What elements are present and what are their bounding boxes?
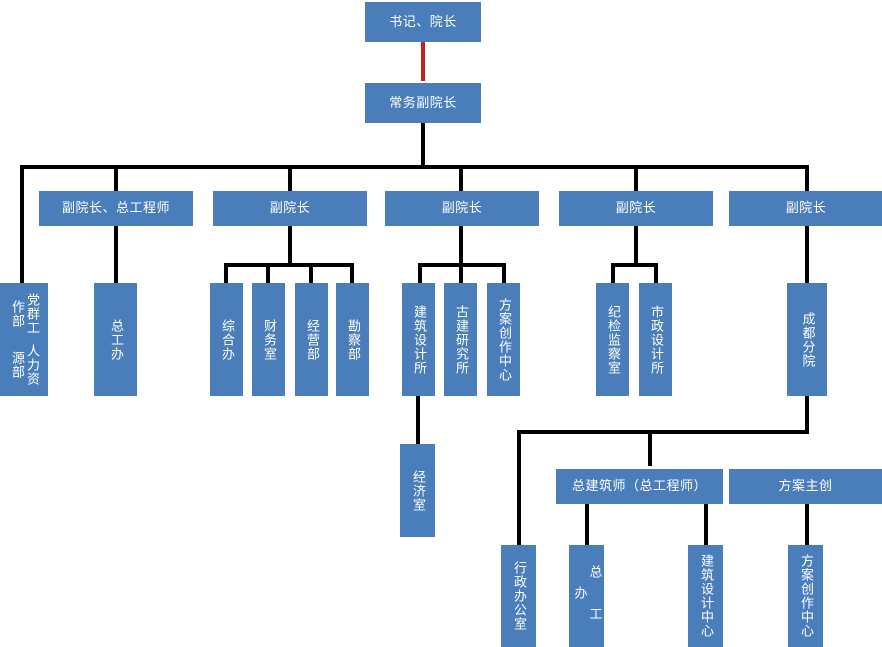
connector-vp1-to-chief-engineer-office [114, 225, 118, 283]
node-scheme-lead[interactable]: 方案主创 [729, 469, 882, 504]
node-vp-chief-engineer[interactable]: 副院长、总工程师 [39, 191, 193, 226]
connector-vp5-to-chengdu-branch [805, 225, 809, 283]
node-hr-dept-label: 人力资源部 [10, 344, 40, 387]
node-vp-2[interactable]: 副院长 [213, 191, 367, 226]
node-vp-5[interactable]: 副院长 [729, 191, 882, 226]
node-chief-engineer-office-chengdu[interactable]: 总 工 办 [569, 545, 604, 647]
connector-bus-drop-5 [805, 165, 809, 192]
node-chengdu-branch[interactable]: 成都分院 [787, 283, 827, 396]
connector-chengdu-drop-admin [517, 430, 521, 545]
node-executive-vice-president[interactable]: 常务副院长 [365, 83, 481, 123]
connector-vp4-drop-2 [654, 263, 658, 283]
connector-scheme-lead-to-creation-center [805, 504, 809, 545]
node-vp-3[interactable]: 副院长 [385, 191, 539, 226]
connector-bus-far-left-drop [20, 165, 24, 283]
connector-vp3-drop-3 [502, 263, 506, 283]
connector-bus-drop-2 [288, 165, 292, 192]
node-vp-4[interactable]: 副院长 [559, 191, 713, 226]
connector-vp2-down [288, 225, 292, 265]
node-secretary-president[interactable]: 书记、院长 [365, 2, 481, 42]
node-economics-office[interactable]: 经济室 [400, 444, 435, 537]
connector-chengdu-drop-chief-architect [648, 430, 652, 466]
node-architecture-design-center[interactable]: 建筑设计中心 [688, 545, 723, 647]
connector-chief-architect-to-ce-office [585, 504, 589, 545]
node-party-hr-dept[interactable]: 党群工作部 人力资源部 [0, 283, 48, 396]
connector-vp4-bus [611, 263, 658, 267]
node-architecture-institute[interactable]: 建筑设计所 [402, 283, 435, 396]
connector-vp3-drop-2 [459, 263, 463, 283]
connector-exec-vp-down [421, 123, 425, 167]
connector-arch-institute-to-economics-office [416, 396, 420, 446]
connector-bus-drop-3 [459, 165, 463, 192]
connector-main-bus [20, 165, 809, 169]
node-scheme-creation-center[interactable]: 方案创作中心 [487, 283, 520, 396]
connector-bus-drop-1 [114, 165, 118, 192]
node-survey-dept[interactable]: 勘察部 [336, 283, 369, 396]
connector-bus-drop-4 [634, 165, 638, 192]
connector-vp4-drop-1 [611, 263, 615, 283]
node-ancient-architecture-institute[interactable]: 古建研究所 [444, 283, 477, 396]
connector-vp2-drop-4 [350, 263, 354, 283]
connector-vp3-down [459, 225, 463, 265]
connector-president-to-exec-vp [421, 41, 425, 81]
connector-vp2-drop-3 [309, 263, 313, 283]
connector-chengdu-bus [517, 430, 809, 434]
node-discipline-inspection-office[interactable]: 纪检监察室 [596, 283, 629, 396]
node-administrative-office[interactable]: 行政办公室 [501, 545, 536, 647]
node-general-office[interactable]: 综合办 [210, 283, 243, 396]
connector-chengdu-branch-down [805, 396, 809, 432]
connector-vp2-bus [224, 263, 354, 267]
connector-vp2-drop-1 [224, 263, 228, 283]
node-chief-engineer-office[interactable]: 总工办 [94, 283, 137, 396]
node-chief-architect[interactable]: 总建筑师（总工程师） [556, 469, 723, 504]
node-party-work-dept-label: 党群工作部 [10, 292, 40, 335]
connector-chief-architect-to-design-center [704, 504, 708, 545]
node-municipal-design-institute[interactable]: 市政设计所 [639, 283, 672, 396]
node-operations-dept[interactable]: 经营部 [295, 283, 328, 396]
node-finance-office[interactable]: 财务室 [252, 283, 285, 396]
connector-vp3-drop-1 [418, 263, 422, 283]
node-scheme-creation-center-chengdu[interactable]: 方案创作中心 [788, 545, 823, 647]
connector-vp2-drop-2 [266, 263, 270, 283]
connector-vp4-down [634, 225, 638, 265]
